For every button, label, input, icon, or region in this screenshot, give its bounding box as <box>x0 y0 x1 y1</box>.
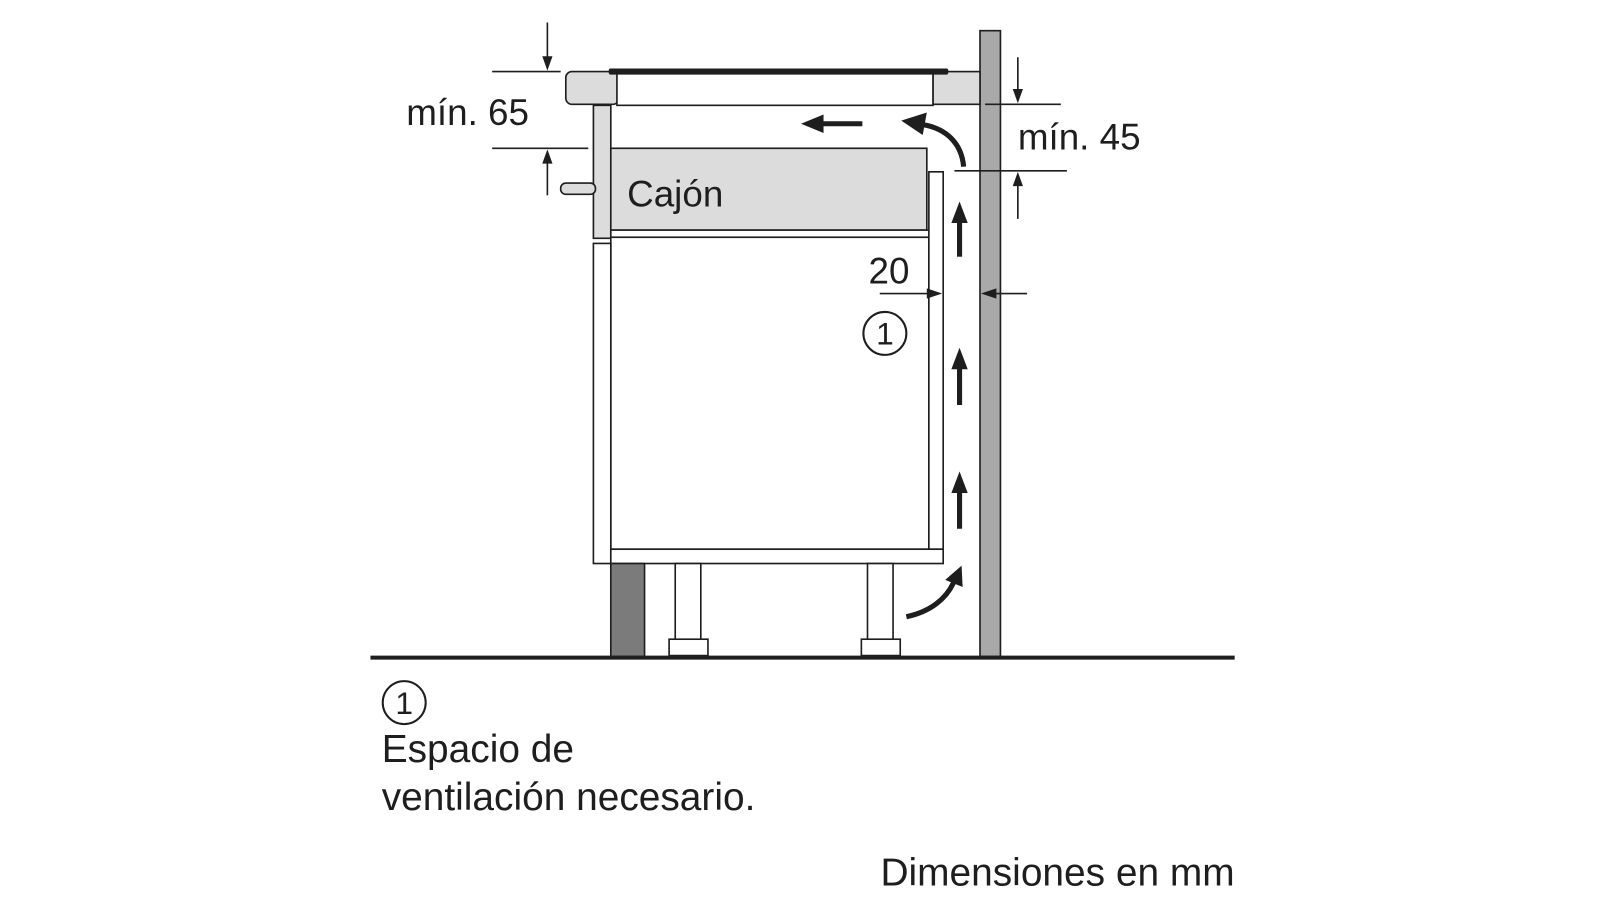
dimension-gap-arrow-right-head <box>926 288 943 299</box>
drawer-shelf <box>609 229 932 239</box>
legend: 1 Espacio de ventilación necesario. <box>381 680 756 819</box>
dimension-top-clearance: mín. 65 <box>406 22 589 196</box>
airflow-up-arrow-middle-head <box>951 347 968 370</box>
dimension-top-label: mín. 65 <box>406 92 529 133</box>
dimension-side-label: mín. 45 <box>1018 116 1141 157</box>
drawer-box <box>609 147 928 231</box>
callout-marker: 1 <box>862 310 908 356</box>
countertop-front-edge <box>564 70 620 106</box>
callout-marker-ring <box>862 310 908 356</box>
legend-marker-ring <box>381 680 427 726</box>
dimension-top-arrow-down-head <box>542 56 553 71</box>
cabinet-base <box>609 548 944 565</box>
cabinet-upper-front-panel <box>592 104 612 240</box>
airflow-left-arrow-head <box>801 114 824 133</box>
dimension-top-arrow-up-head <box>542 149 553 164</box>
cabinet-foot-rear <box>860 638 902 657</box>
cabinet-leg-front <box>674 562 702 642</box>
airflow-intake-arrowhead <box>945 565 963 588</box>
drawer-label: Cajón <box>627 174 723 215</box>
airflow-arrows <box>801 112 968 620</box>
cooktop-body <box>616 72 934 107</box>
legend-marker-number: 1 <box>395 685 413 721</box>
kick-plate <box>609 562 646 658</box>
drawer-handle <box>559 182 597 196</box>
callout-marker-number: 1 <box>876 316 894 352</box>
countertop-rear-section <box>932 70 981 106</box>
dimension-side-arrow-down-head <box>1012 88 1023 104</box>
legend-text-line2: ventilación necesario. <box>382 776 756 819</box>
airflow-intake-curve <box>905 581 956 620</box>
dimension-side-arrow-up-head <box>1012 171 1023 187</box>
cooktop-glass-top <box>608 68 949 75</box>
dimension-side-clearance: mín. 45 <box>954 57 1141 219</box>
units-note: Dimensiones en mm <box>880 852 1234 895</box>
dimension-gap-label: 20 <box>869 250 910 291</box>
cabinet-door <box>592 242 612 565</box>
airflow-exhaust-curve <box>923 122 967 168</box>
airflow-up-arrow-lower-head <box>951 471 968 493</box>
airflow-exhaust-arrowhead <box>901 112 927 135</box>
legend-text-line1: Espacio de <box>382 728 574 771</box>
dimension-ventilation-gap: 20 <box>869 250 1028 299</box>
cabinet-foot-front <box>668 638 709 657</box>
cabinet-body <box>609 236 930 551</box>
countertop <box>564 68 981 107</box>
cabinet-leg-rear <box>866 562 894 642</box>
dimension-gap-arrow-left-head <box>981 288 997 299</box>
airflow-up-arrow-upper-head <box>951 201 968 223</box>
cabinet-side-panel <box>928 171 944 551</box>
cabinet: Cajón <box>559 104 944 658</box>
wall <box>979 29 1002 658</box>
